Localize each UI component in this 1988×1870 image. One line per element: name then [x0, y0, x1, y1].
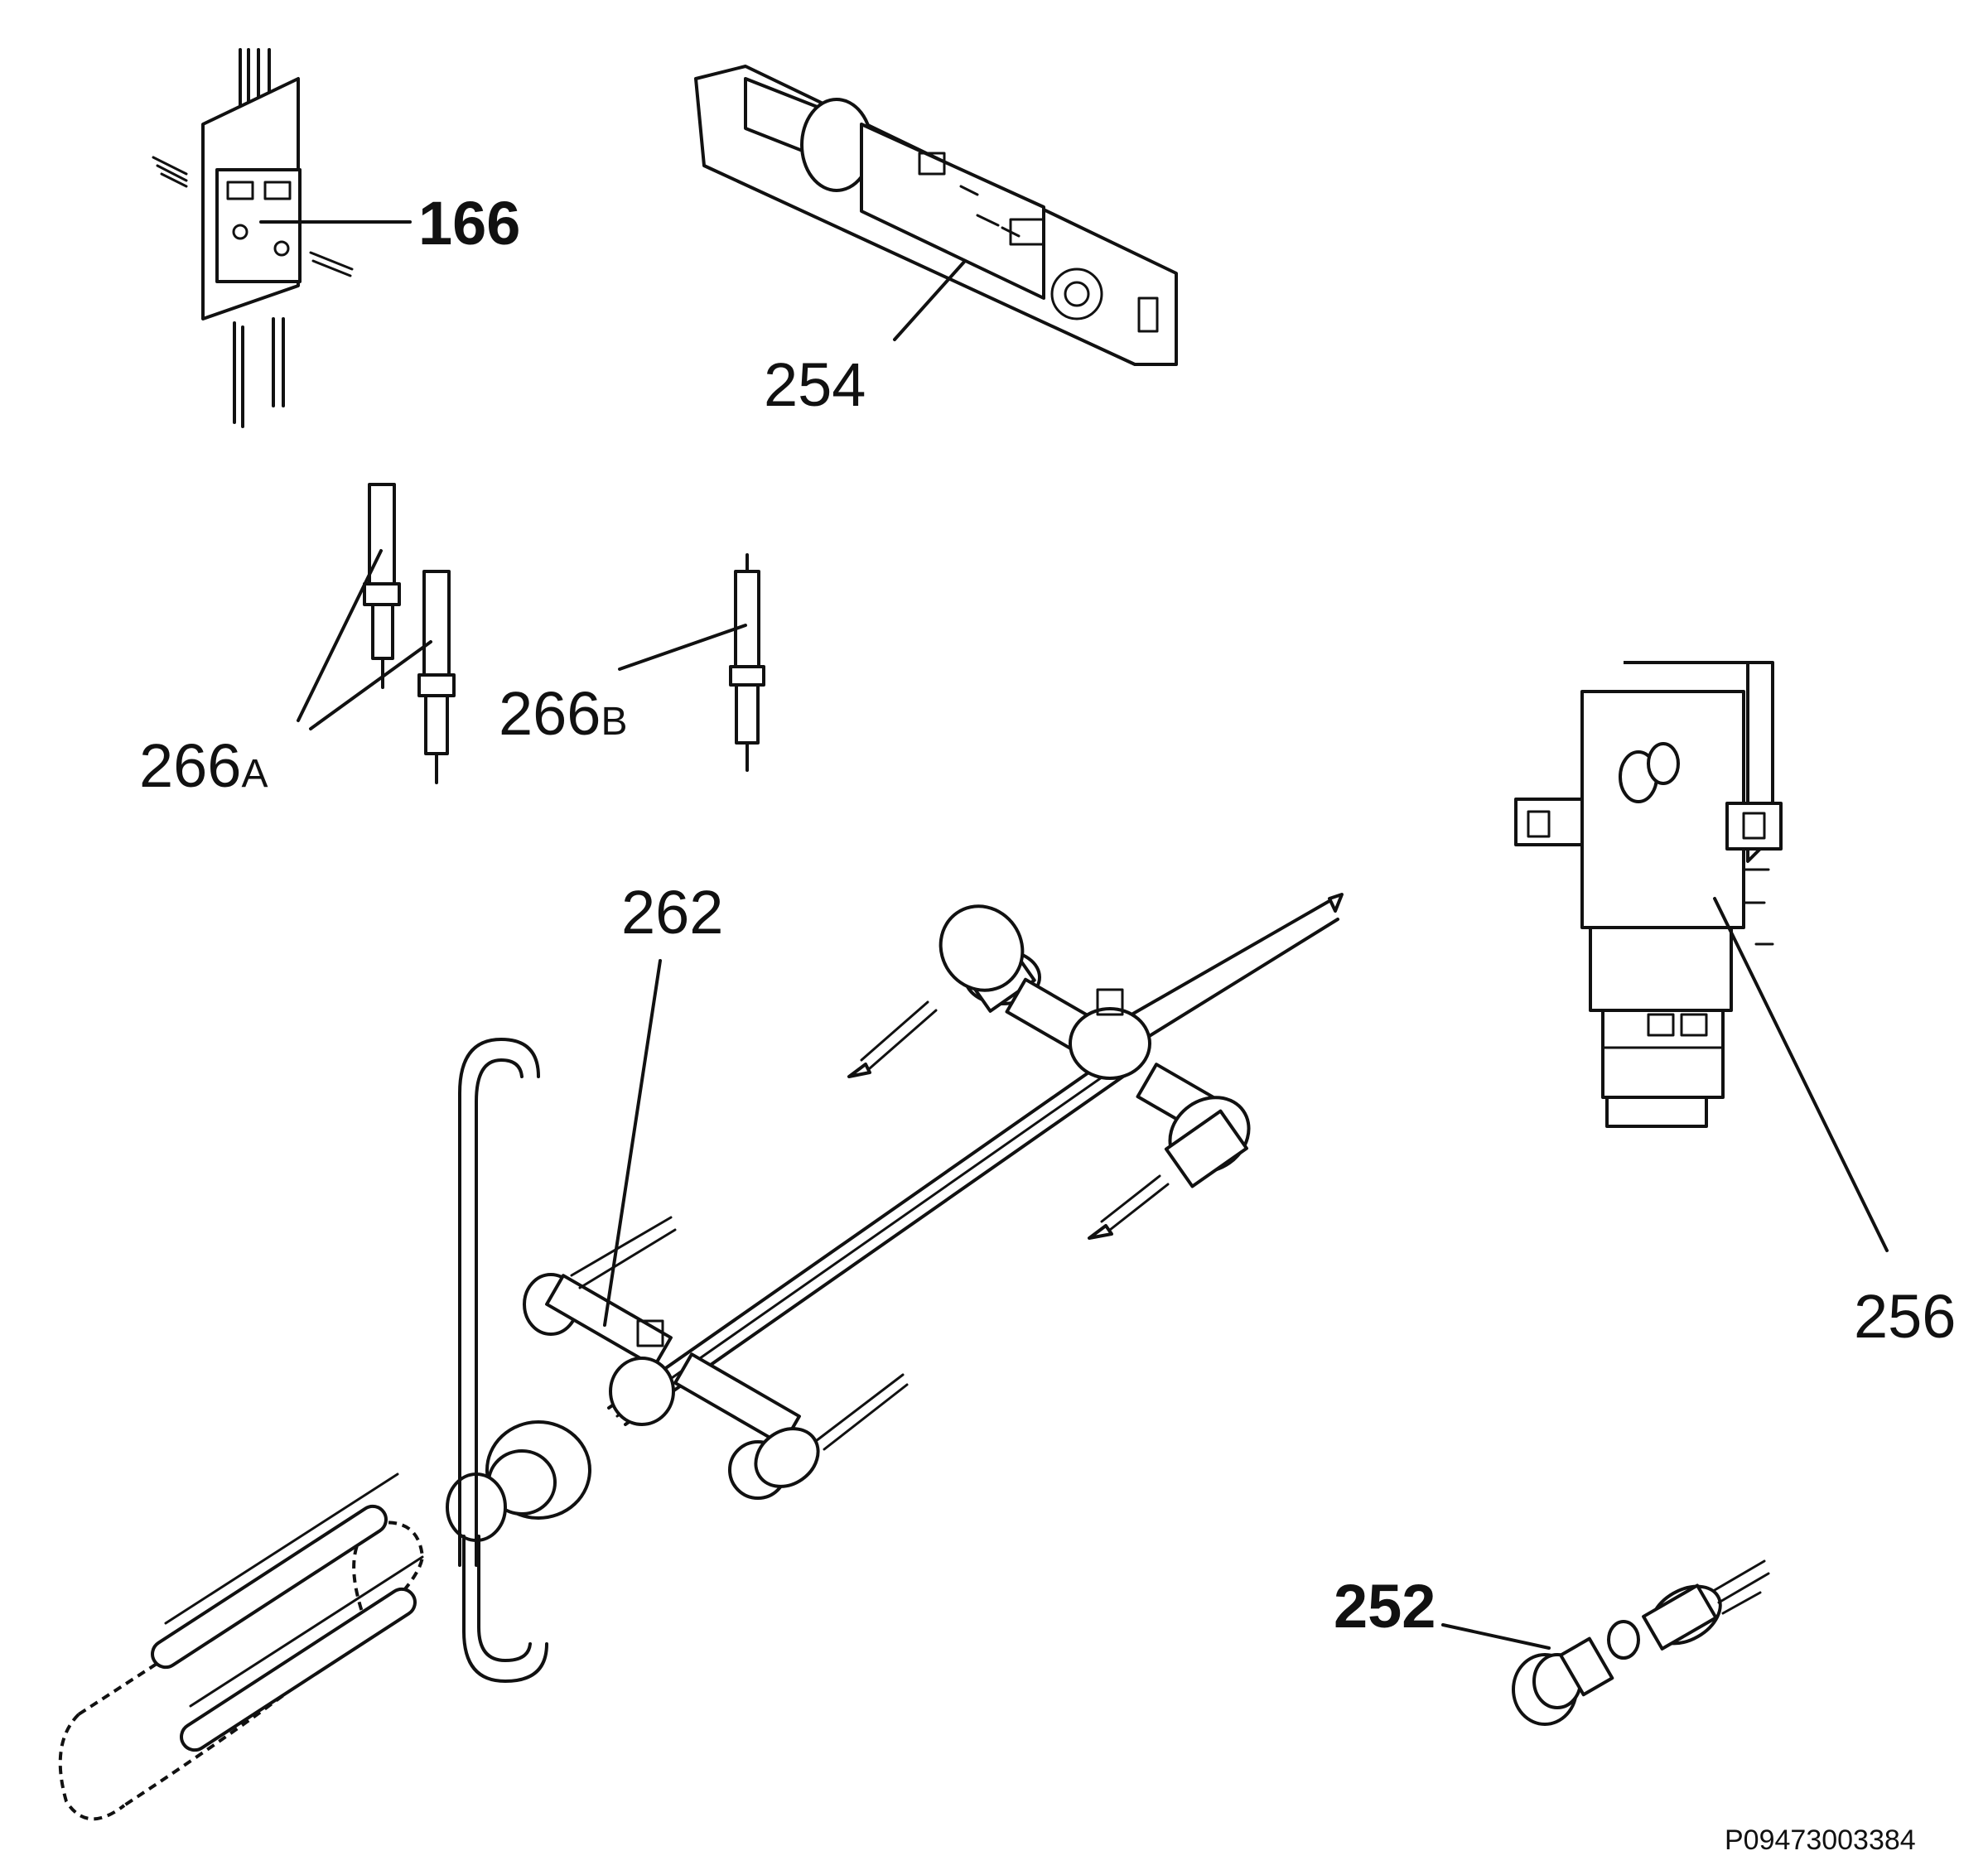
callout-266a-suffix: A — [241, 752, 268, 796]
callout-166: 166 — [418, 189, 520, 258]
callout-266a: 266A — [139, 731, 268, 800]
burner-tube — [58, 1472, 425, 1821]
leader-256 — [1713, 897, 1889, 1252]
callout-252: 252 — [1334, 1572, 1436, 1641]
leader-266a-1 — [297, 549, 383, 722]
leader-252 — [1441, 1623, 1551, 1650]
part-262-burner-assembly — [446, 893, 1344, 1683]
callout-256: 256 — [1854, 1282, 1956, 1351]
leader-266b — [618, 624, 747, 671]
part-256-valve-bracket — [1514, 661, 1783, 1128]
callout-254: 254 — [764, 350, 866, 419]
leader-266a-2 — [309, 640, 432, 730]
part-252-igniter — [1512, 1559, 1770, 1726]
part-254-spark-module — [694, 65, 1178, 366]
part-number: P09473003384 — [1725, 1824, 1916, 1856]
leader-262 — [603, 959, 662, 1327]
part-266b-electrode — [729, 553, 765, 772]
callout-266b-number: 266 — [499, 679, 601, 748]
callout-262: 262 — [621, 878, 723, 947]
callout-266a-number: 266 — [139, 731, 241, 800]
part-266a-electrodes — [363, 483, 456, 784]
part-166-valve-bracket — [152, 48, 354, 428]
leader-254 — [893, 259, 967, 341]
callout-266b-suffix: B — [601, 700, 627, 744]
callout-266b: 266B — [499, 679, 627, 748]
